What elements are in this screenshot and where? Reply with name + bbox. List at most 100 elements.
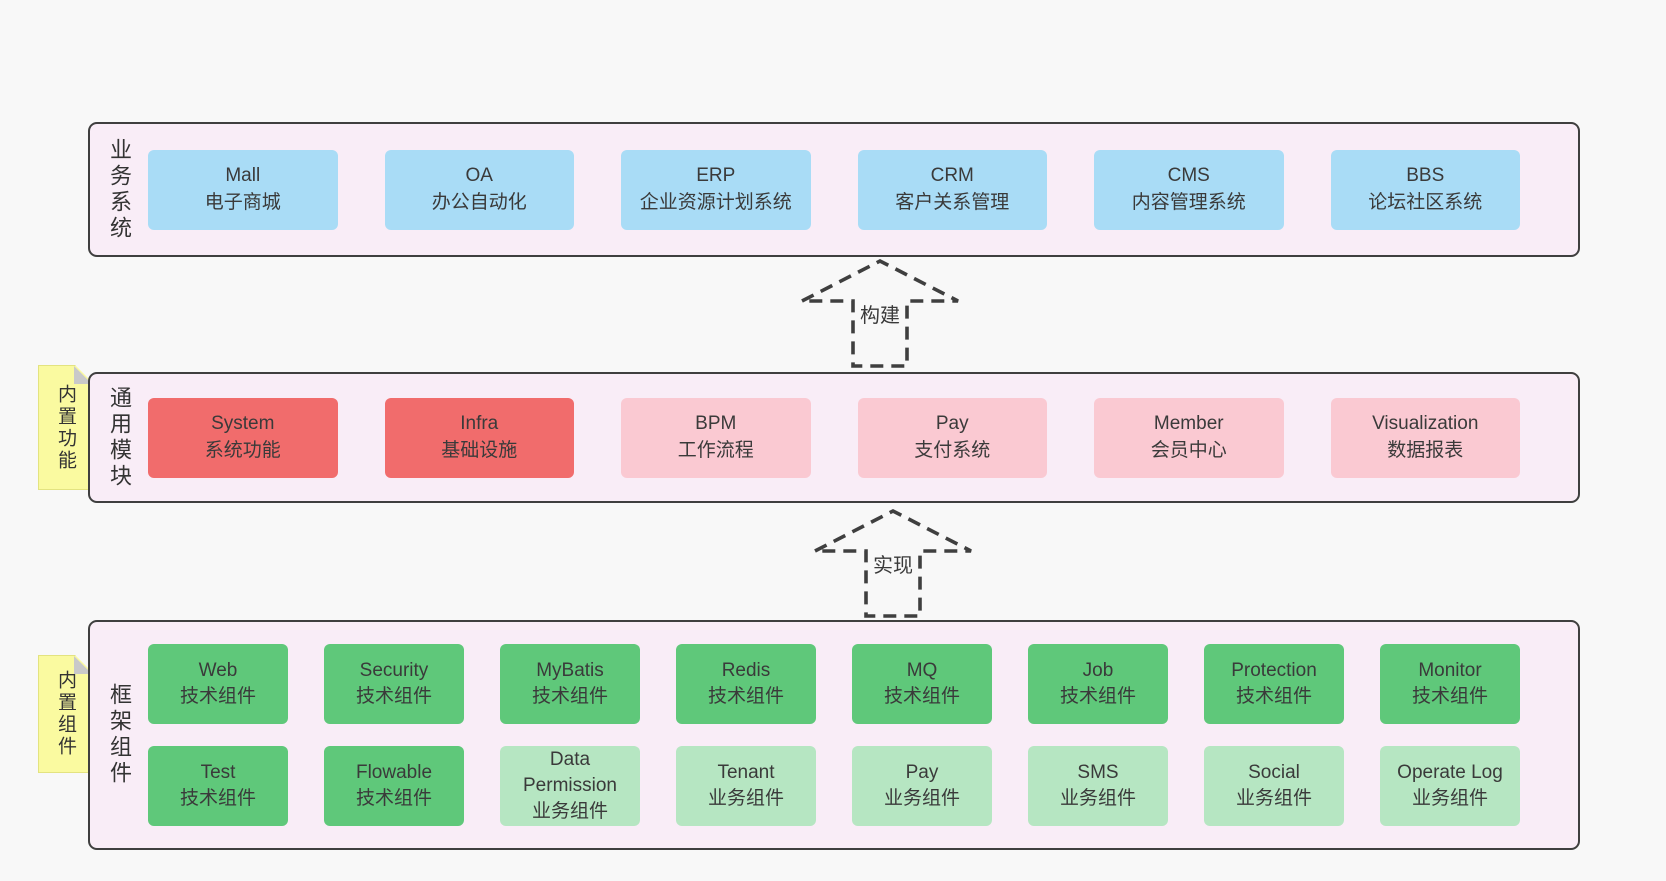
box-flowable: Flowable 技术组件 <box>324 746 464 826</box>
box-job: Job 技术组件 <box>1028 644 1168 724</box>
arrow-implement: 实现 <box>803 503 983 621</box>
box-title: Social <box>1248 761 1300 783</box>
section-label: 框架组件 <box>107 683 132 787</box>
box-cms: CMS 内容管理系统 <box>1094 149 1284 230</box>
box-title: System <box>211 413 275 435</box>
box-subtitle: 数据报表 <box>1387 439 1464 461</box>
box-social: Social 业务组件 <box>1204 746 1344 826</box>
box-subtitle: 论坛社区系统 <box>1368 191 1483 213</box>
sticky-label: 内置功能 <box>55 383 76 472</box>
arrow-label: 实现 <box>870 549 916 578</box>
box-title: Visualization <box>1372 413 1479 435</box>
section-label: 业务系统 <box>107 137 132 242</box>
box-subtitle: 会员中心 <box>1150 439 1227 461</box>
up-arrow-icon <box>814 508 972 618</box>
box-protection: Protection 技术组件 <box>1204 644 1344 724</box>
up-arrow-icon <box>801 258 959 368</box>
box-title: SMS <box>1077 761 1119 783</box>
box-test: Test 技术组件 <box>148 746 288 826</box>
box-subtitle: 业务组件 <box>1059 788 1136 809</box>
box-title: Mall <box>225 165 261 187</box>
box-title: Infra <box>460 413 499 435</box>
box-title: Test <box>200 761 236 783</box>
section-label: 通用模块 <box>107 385 132 490</box>
sticky-label: 内置组件 <box>55 670 76 758</box>
box-subtitle: 业务组件 <box>531 801 608 823</box>
box-operate-log: Operate Log 业务组件 <box>1380 746 1520 826</box>
box-pay: Pay 支付系统 <box>857 397 1047 478</box>
box-system: System 系统功能 <box>148 397 338 478</box>
arrow-label: 构建 <box>857 299 903 328</box>
box-subtitle: 技术组件 <box>1235 686 1312 707</box>
box-subtitle: 业务组件 <box>707 788 784 809</box>
box-mall: Mall 电子商城 <box>148 149 338 230</box>
box-subtitle: 技术组件 <box>707 686 784 707</box>
arrow-build: 构建 <box>790 253 970 371</box>
section-common-modules: 通用模块 System 系统功能 Infra 基础设施 BPM 工作流程 Pay… <box>88 372 1580 503</box>
box-subtitle: 支付系统 <box>914 439 991 461</box>
box-oa: OA 办公自动化 <box>384 149 574 230</box>
box-subtitle: 技术组件 <box>531 686 608 707</box>
box-title: BPM <box>695 413 737 435</box>
box-web: Web 技术组件 <box>148 644 288 724</box>
box-title: CRM <box>930 165 974 187</box>
box-visualization: Visualization 数据报表 <box>1330 397 1520 478</box>
box-pay-component: Pay 业务组件 <box>852 746 992 826</box>
box-subtitle: 技术组件 <box>355 788 432 809</box>
box-title: MyBatis <box>536 659 604 681</box>
sticky-note-built-in-features: 内置功能 <box>38 365 93 490</box>
box-erp: ERP 企业资源计划系统 <box>621 149 811 230</box>
component-row-2: Test 技术组件 Flowable 技术组件 Data Permission … <box>148 746 1520 826</box>
box-title: ERP <box>696 165 736 187</box>
box-subtitle: 技术组件 <box>883 686 960 707</box>
box-subtitle: 办公自动化 <box>431 191 527 213</box>
box-bbs: BBS 论坛社区系统 <box>1330 149 1520 230</box>
section-boxes: Mall 电子商城 OA 办公自动化 ERP 企业资源计划系统 CRM 客户关系… <box>148 149 1578 230</box>
box-title: Redis <box>721 659 771 681</box>
sticky-note-built-in-components: 内置组件 <box>38 655 93 773</box>
box-title: Web <box>198 659 238 681</box>
box-subtitle: 业务组件 <box>883 788 960 809</box>
box-subtitle: 业务组件 <box>1235 788 1312 809</box>
box-subtitle: 基础设施 <box>441 439 518 461</box>
box-subtitle: 技术组件 <box>179 686 256 707</box>
box-member: Member 会员中心 <box>1094 397 1284 478</box>
box-subtitle: 内容管理系统 <box>1131 191 1246 213</box>
box-monitor: Monitor 技术组件 <box>1380 644 1520 724</box>
box-title: MQ <box>906 659 938 681</box>
box-mq: MQ 技术组件 <box>852 644 992 724</box>
box-title: Flowable <box>355 761 433 783</box>
box-title: Monitor <box>1418 659 1482 681</box>
box-title: Member <box>1153 413 1224 435</box>
box-title: OA <box>465 165 493 187</box>
box-redis: Redis 技术组件 <box>676 644 816 724</box>
box-subtitle: 技术组件 <box>1411 686 1488 707</box>
box-title: Job <box>1082 659 1114 681</box>
box-subtitle: 工作流程 <box>677 439 754 461</box>
section-boxes: System 系统功能 Infra 基础设施 BPM 工作流程 Pay 支付系统… <box>148 397 1578 478</box>
box-sms: SMS 业务组件 <box>1028 746 1168 826</box>
component-row-1: Web 技术组件 Security 技术组件 MyBatis 技术组件 Redi… <box>148 644 1520 724</box>
box-subtitle: 企业资源计划系统 <box>639 191 792 213</box>
box-title: Data Permission <box>523 748 617 796</box>
box-subtitle: 客户关系管理 <box>895 191 1010 213</box>
box-title: BBS <box>1406 165 1445 187</box>
box-title: Protection <box>1231 659 1317 681</box>
section-business-systems: 业务系统 Mall 电子商城 OA 办公自动化 ERP 企业资源计划系统 CRM… <box>88 122 1580 257</box>
box-subtitle: 技术组件 <box>179 788 256 809</box>
box-title: Pay <box>935 413 969 435</box>
box-infra: Infra 基础设施 <box>384 397 574 478</box>
box-title: Tenant <box>717 761 775 783</box>
box-subtitle: 电子商城 <box>204 191 281 213</box>
box-subtitle: 技术组件 <box>1059 686 1136 707</box>
section-framework-components: 框架组件 Web 技术组件 Security 技术组件 MyBatis 技术组件… <box>88 620 1580 850</box>
box-security: Security 技术组件 <box>324 644 464 724</box>
box-bpm: BPM 工作流程 <box>621 397 811 478</box>
box-title: Pay <box>905 761 939 783</box>
box-mybatis: MyBatis 技术组件 <box>500 644 640 724</box>
box-data-permission: Data Permission 业务组件 <box>500 746 640 826</box>
box-crm: CRM 客户关系管理 <box>857 149 1047 230</box>
box-subtitle: 系统功能 <box>204 439 281 461</box>
box-subtitle: 技术组件 <box>355 686 432 707</box>
